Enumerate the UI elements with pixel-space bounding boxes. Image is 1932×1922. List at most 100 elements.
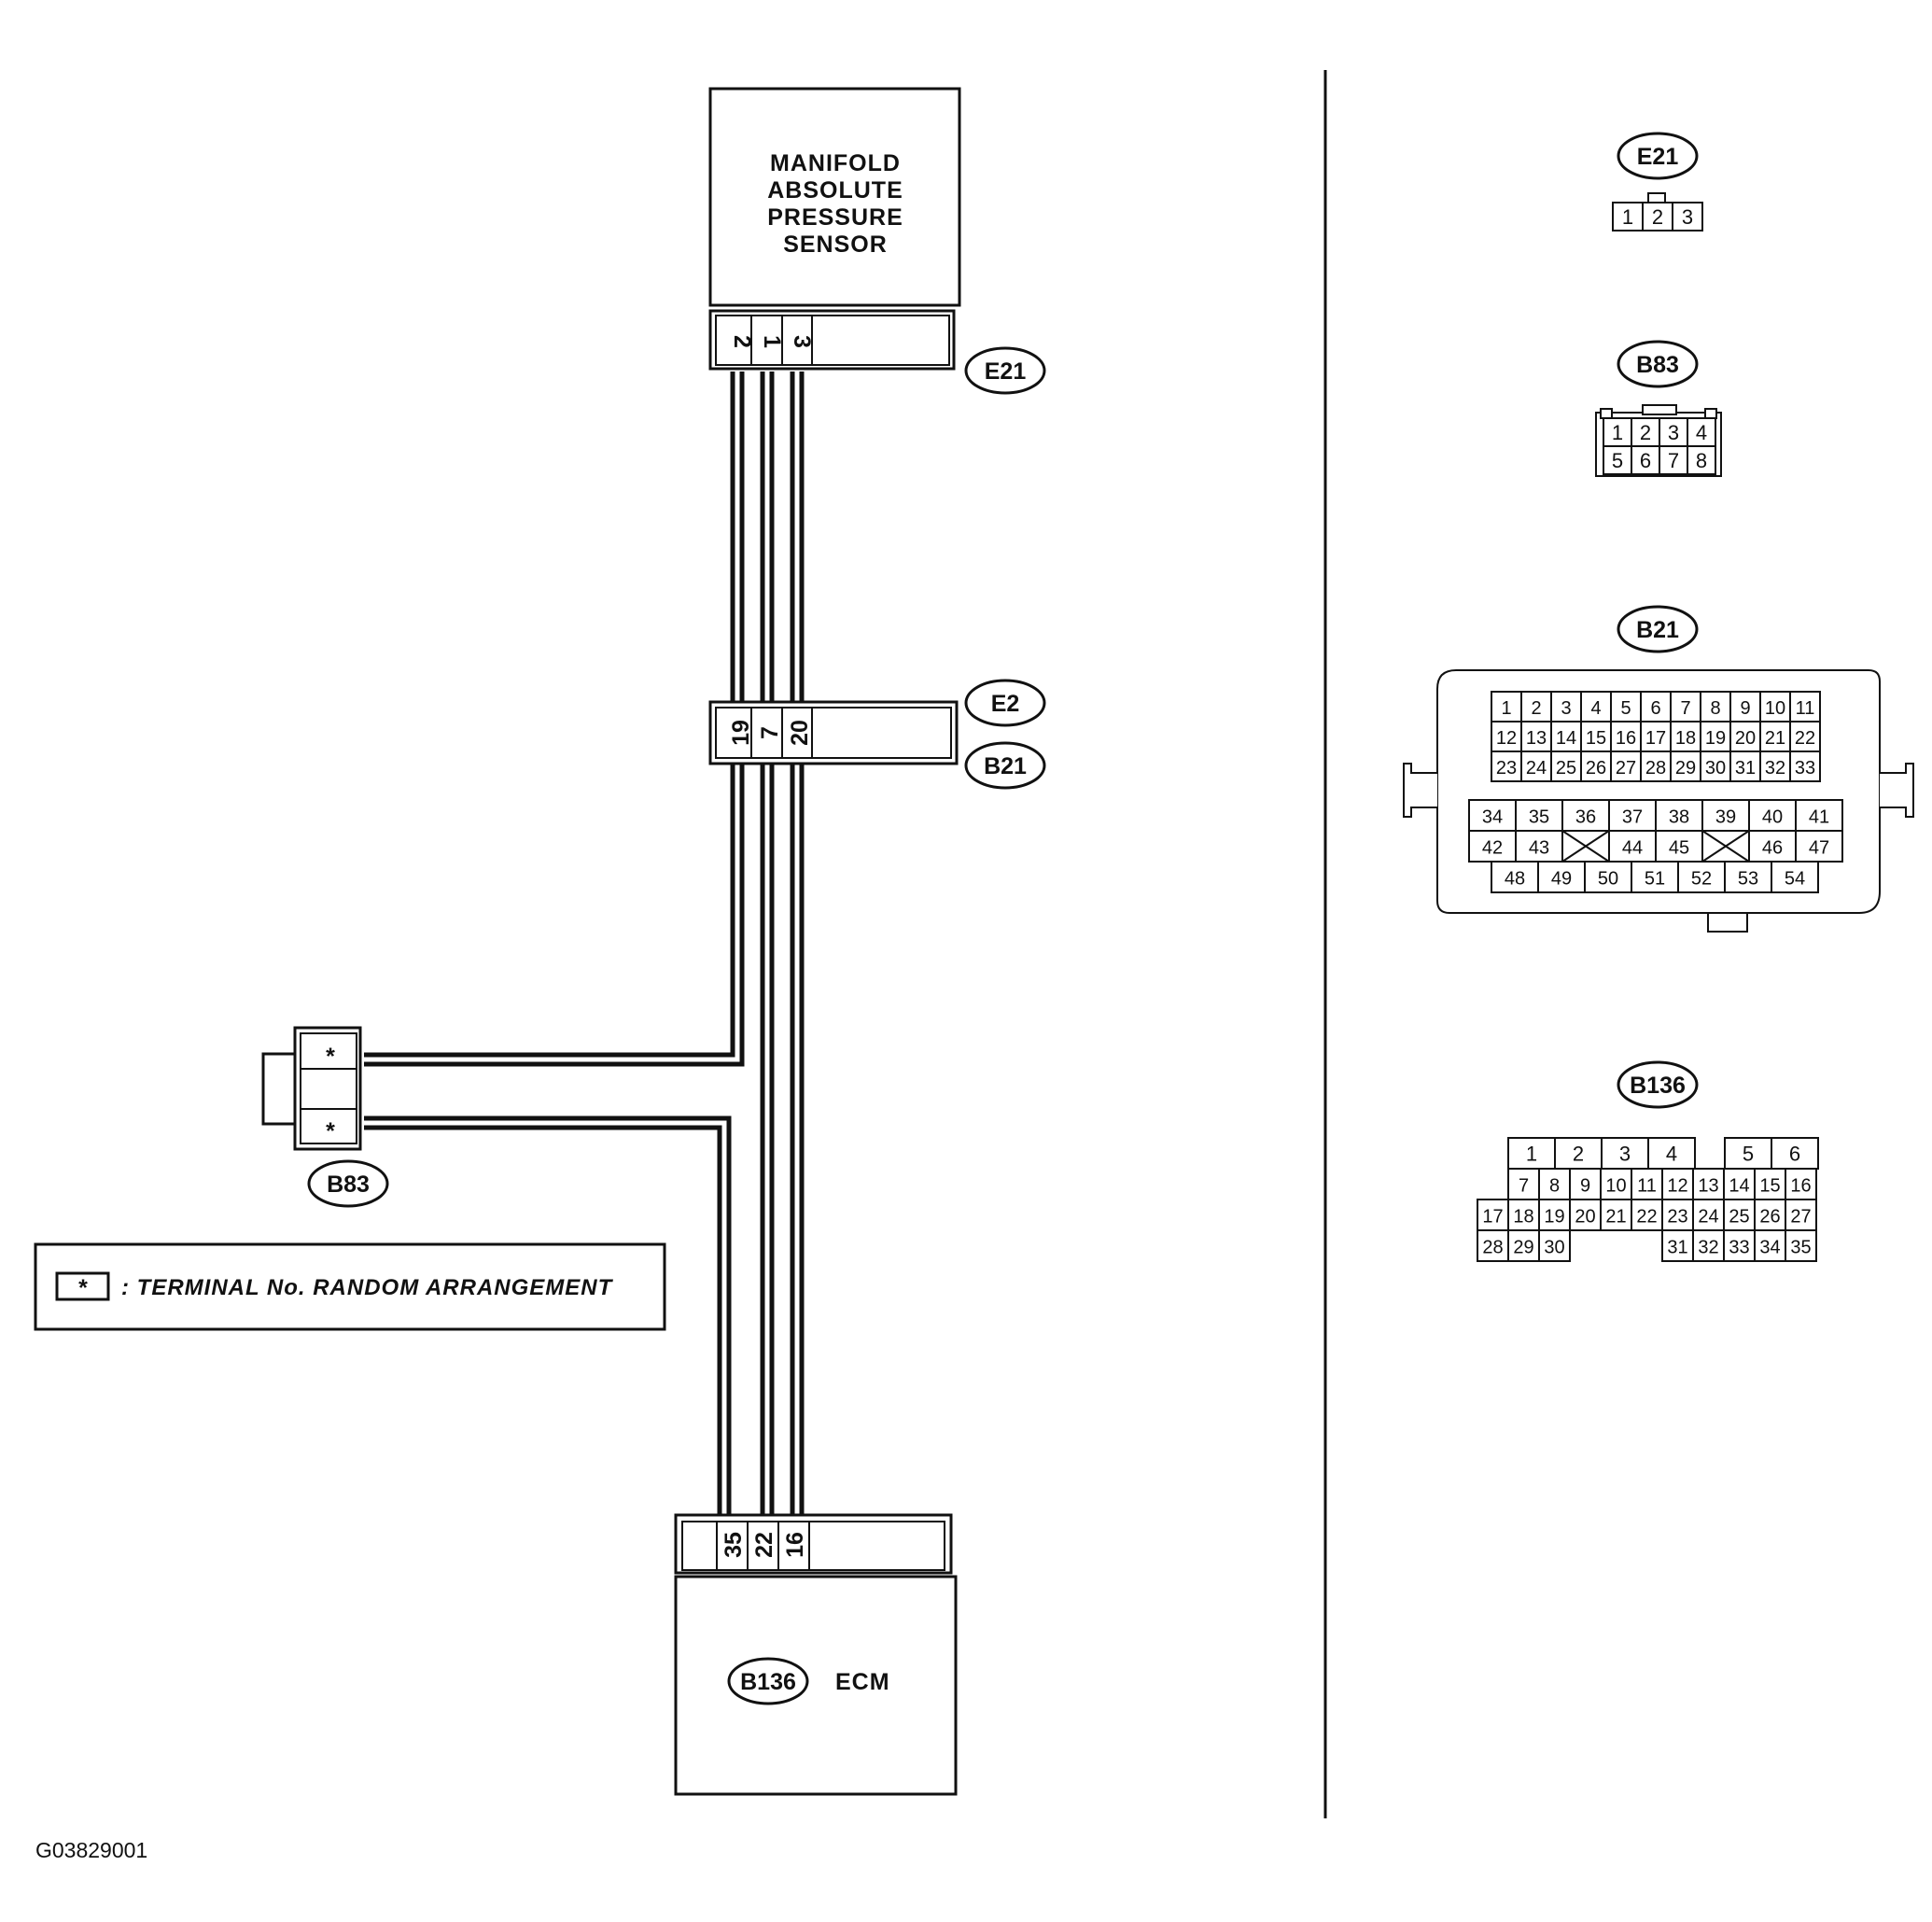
- pin-number: 13: [1526, 728, 1547, 749]
- pin-number: 47: [1809, 838, 1829, 859]
- pin-number: 30: [1705, 758, 1726, 779]
- sensor-pin-label: 3: [789, 335, 815, 348]
- pin-number: 42: [1482, 838, 1503, 859]
- pin-number: 41: [1809, 807, 1829, 828]
- pin-cell: [1600, 1199, 1632, 1231]
- pin-cell: [1538, 1168, 1571, 1200]
- pin-number: 6: [1789, 1143, 1800, 1166]
- connector-label: B21: [984, 753, 1027, 779]
- pin-number: 33: [1729, 1238, 1749, 1258]
- pin-number: 48: [1505, 869, 1525, 890]
- pin-cell: [1507, 1199, 1540, 1231]
- pin-number: 34: [1759, 1238, 1780, 1258]
- pin-number: 27: [1616, 758, 1636, 779]
- sensor-title-line-4: SENSOR: [783, 231, 888, 258]
- pin-cell: [1655, 799, 1703, 832]
- pin-cell: [1795, 799, 1843, 832]
- pin-cell: [1661, 1199, 1694, 1231]
- pin-number: 53: [1738, 869, 1758, 890]
- pin-number: 52: [1691, 869, 1712, 890]
- pin-number: 27: [1790, 1207, 1811, 1228]
- pin-number: 44: [1622, 838, 1643, 859]
- pin-number: 18: [1513, 1207, 1533, 1228]
- ecm-pin-label: 16: [782, 1532, 808, 1558]
- pin-number: 39: [1715, 807, 1736, 828]
- pin-number: 2: [1531, 698, 1541, 719]
- pin-cell: [1538, 1229, 1571, 1262]
- joint-pin-label: 7: [757, 726, 783, 739]
- pin-number: 32: [1698, 1238, 1718, 1258]
- pin-number: 17: [1645, 728, 1666, 749]
- pin-number: 43: [1529, 838, 1549, 859]
- pin-number: 5: [1612, 449, 1623, 472]
- pin-number: 29: [1675, 758, 1696, 779]
- pin-number: 26: [1759, 1207, 1780, 1228]
- connector-oval-b136: [727, 1657, 809, 1705]
- pin-number: 19: [1544, 1207, 1564, 1228]
- pin-number: 25: [1729, 1207, 1749, 1228]
- pin-cell: [1515, 799, 1563, 832]
- connector-label: B136: [740, 1669, 796, 1695]
- legend-text: : TERMINAL No. RANDOM ARRANGEMENT: [121, 1275, 614, 1300]
- pin-cell: [1537, 861, 1586, 893]
- connector-label: E2: [991, 691, 1020, 717]
- pin-number: 2: [1640, 421, 1651, 444]
- pin-number: 32: [1765, 758, 1785, 779]
- pin-cell: [1670, 751, 1701, 782]
- pin-number: 9: [1740, 698, 1750, 719]
- pin-number: 31: [1735, 758, 1756, 779]
- pin-number: 7: [1680, 698, 1690, 719]
- pin-cell: [1468, 830, 1517, 863]
- pin-number: 16: [1790, 1176, 1811, 1197]
- pin-cell: [1789, 751, 1821, 782]
- joint-pin-label: 19: [728, 720, 754, 746]
- pin-cell: [1491, 861, 1539, 893]
- legend-symbol: *: [78, 1275, 88, 1301]
- pin-number: 23: [1496, 758, 1517, 779]
- pin-cell: [1789, 721, 1821, 752]
- sensor-title-line-3: PRESSURE: [767, 204, 903, 231]
- sensor-pin-label: 2: [729, 335, 755, 348]
- pin-cell: [1687, 417, 1716, 447]
- ecm-box: B136 ECM: [674, 1575, 958, 1796]
- pin-number: 50: [1598, 869, 1618, 890]
- pin-number: 31: [1667, 1238, 1687, 1258]
- pin-number: 8: [1710, 698, 1720, 719]
- pin-cell: [1700, 751, 1731, 782]
- pin-cell: [1687, 445, 1716, 475]
- pin-number: 7: [1519, 1176, 1529, 1197]
- pin-number: 1: [1612, 421, 1623, 444]
- pin-cell: [1561, 799, 1610, 832]
- pin-number: 28: [1645, 758, 1666, 779]
- pin-number: 1: [1526, 1143, 1537, 1166]
- diagram-code: G03829001: [35, 1838, 147, 1862]
- pin-number: 5: [1620, 698, 1631, 719]
- sensor-pin-label: 1: [759, 335, 785, 348]
- pin-cell: [1538, 1199, 1571, 1231]
- pin-number: 10: [1605, 1176, 1626, 1197]
- pin-number: 2: [1573, 1143, 1584, 1166]
- pin-number: 28: [1482, 1238, 1503, 1258]
- connector-oval-b83: B83: [307, 1159, 389, 1208]
- b83-side-connector: * *: [261, 1026, 362, 1151]
- pin-number: 11: [1796, 698, 1815, 719]
- pin-cell: [1580, 751, 1612, 782]
- ecm-label: ECM: [835, 1669, 890, 1695]
- joint-pin-label: 20: [787, 720, 813, 746]
- pin-number: 30: [1544, 1238, 1564, 1258]
- face-label: B136: [1630, 1073, 1686, 1099]
- pin-number: 4: [1590, 698, 1601, 719]
- pin-cell: [1631, 861, 1679, 893]
- pin-number: 12: [1496, 728, 1517, 749]
- pin-cell: [1748, 799, 1797, 832]
- pin-cell: [1554, 1137, 1603, 1170]
- pin-number: 15: [1759, 1176, 1780, 1197]
- pin-cell: [1754, 1229, 1786, 1262]
- pin-number: 15: [1586, 728, 1606, 749]
- pin-cell: [1640, 721, 1672, 752]
- connector-oval-b21: B21: [964, 741, 1046, 790]
